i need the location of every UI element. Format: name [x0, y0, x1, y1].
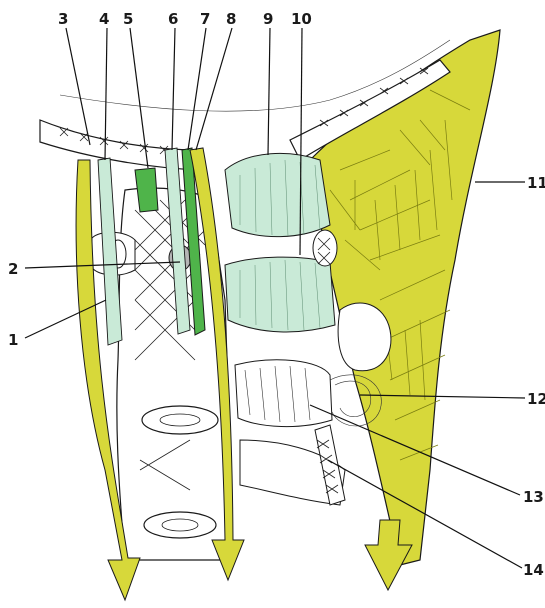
label-7: 7 [200, 10, 210, 28]
label-12: 12 [527, 390, 545, 408]
muscle-block-upper [225, 153, 330, 236]
label-3: 3 [58, 10, 68, 28]
transverse-oval-right [313, 230, 337, 266]
label-10: 10 [291, 10, 312, 28]
disc-upper [142, 406, 218, 434]
label-6: 6 [168, 10, 178, 28]
muscle-block-lower [225, 257, 335, 332]
label-4: 4 [99, 10, 109, 28]
disc-lower [144, 512, 216, 538]
label-14: 14 [523, 561, 544, 579]
label-13: 13 [523, 488, 544, 506]
label-8: 8 [226, 10, 236, 28]
label-2: 2 [8, 260, 18, 278]
label-5: 5 [123, 10, 133, 28]
label-9: 9 [263, 10, 273, 28]
label-1: 1 [8, 331, 18, 349]
lower-rib-1 [235, 360, 332, 427]
label-11: 11 [527, 174, 545, 192]
